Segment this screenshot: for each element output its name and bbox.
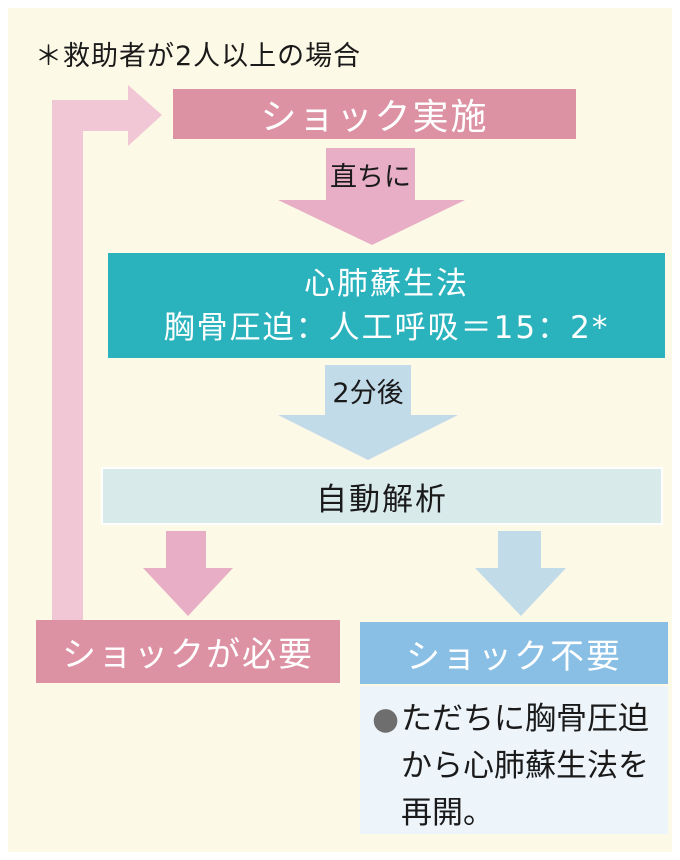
no-shock-box: ショック不要 <box>360 622 668 684</box>
two-min-label: 2分後 <box>332 377 404 409</box>
arrow-2min-shaft: 2分後 <box>325 365 411 415</box>
shock-delivered-label: ショック実施 <box>260 97 489 138</box>
pink-branch-arrow-shaft <box>166 531 206 569</box>
shock-needed-label: ショックが必要 <box>62 635 314 675</box>
arrow-immediately-down-arrowhead-icon <box>278 200 465 245</box>
cpr-box: 心肺蘇生法 胸骨圧迫：人工呼吸＝15：2* <box>108 253 665 358</box>
flowchart-canvas: ＊救助者が2人以上の場合 ショック実施 直ちに 心肺蘇生法 胸骨圧迫：人工呼吸＝… <box>8 8 672 852</box>
loop-arrow-horizontal-band <box>52 100 128 131</box>
loop-arrow-vertical-band <box>52 100 83 620</box>
no-shock-note-line: 再開。 <box>401 795 494 831</box>
immediately-label: 直ちに <box>330 161 411 193</box>
shock-delivered-box: ショック実施 <box>173 89 576 139</box>
loop-arrow-right-arrowhead-icon <box>128 85 162 146</box>
arrow-2min-down-arrowhead-icon <box>278 415 458 460</box>
no-shock-note-panel: ● ただちに胸骨圧迫 から心肺蘇生法を 再開。 <box>360 686 668 834</box>
auto-analysis-label: 自動解析 <box>316 481 448 518</box>
no-shock-label: ショック不要 <box>406 636 622 677</box>
footnote-rescuers: ＊救助者が2人以上の場合 <box>35 41 362 72</box>
no-shock-note-line: ただちに胸骨圧迫 <box>401 701 649 737</box>
arrow-immediately-shaft: 直ちに <box>326 148 415 200</box>
no-shock-note-line: から心肺蘇生法を <box>401 748 649 784</box>
shock-needed-box: ショックが必要 <box>36 620 340 683</box>
auto-analysis-box: 自動解析 <box>103 469 661 523</box>
blue-branch-down-arrowhead-icon <box>475 568 566 616</box>
blue-branch-arrow-shaft <box>498 531 541 569</box>
no-shock-note-text: ● ただちに胸骨圧迫 から心肺蘇生法を 再開。 <box>360 686 668 837</box>
cpr-ratio: 胸骨圧迫：人工呼吸＝15：2* <box>163 309 610 346</box>
cpr-title: 心肺蘇生法 <box>304 265 469 302</box>
bullet-icon: ● <box>372 701 400 737</box>
pink-branch-down-arrowhead-icon <box>143 568 233 616</box>
